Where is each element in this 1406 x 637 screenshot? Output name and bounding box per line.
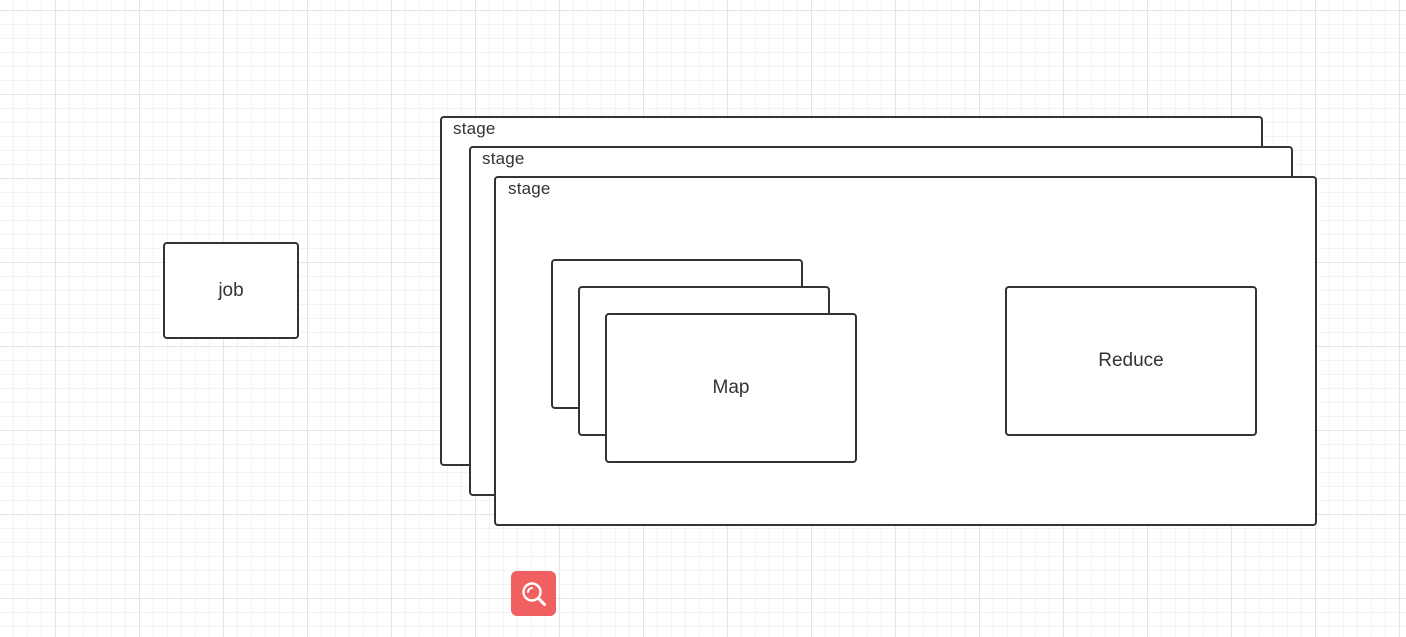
job-node[interactable]: job xyxy=(163,242,299,339)
search-icon xyxy=(521,581,546,606)
reduce-label: Reduce xyxy=(1098,350,1164,371)
job-label: job xyxy=(218,279,244,301)
reduce-node[interactable]: Reduce xyxy=(1005,286,1257,436)
map-node-front[interactable]: Map xyxy=(605,313,857,463)
map-label: Map xyxy=(712,377,750,398)
stage-label: stage xyxy=(453,119,496,138)
search-button[interactable] xyxy=(511,571,556,616)
stage-label: stage xyxy=(508,179,551,198)
stage-label: stage xyxy=(482,149,525,168)
